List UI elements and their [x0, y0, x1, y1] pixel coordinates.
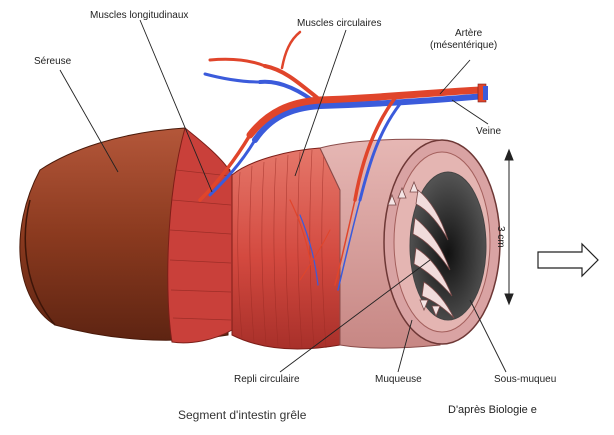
- label-artere: Artère: [455, 28, 482, 39]
- label-artere-mesenterique: (mésentérique): [430, 40, 497, 51]
- label-sous-muqueuse: Sous-muqueu: [494, 374, 556, 385]
- label-repli-circulaire: Repli circulaire: [234, 374, 300, 385]
- figure-caption: Segment d'intestin grêle: [178, 408, 306, 422]
- label-muscles-circulaires: Muscles circulaires: [297, 18, 381, 29]
- right-arrow-icon: [538, 244, 598, 276]
- figure-credit: D'après Biologie e: [448, 404, 537, 416]
- dimension-line: [505, 150, 513, 304]
- label-muqueuse: Muqueuse: [375, 374, 422, 385]
- longitudinal-muscle-layer: [168, 128, 232, 343]
- label-muscles-longitudinaux: Muscles longitudinaux: [90, 10, 188, 21]
- label-veine: Veine: [476, 126, 501, 137]
- label-sereuse: Séreuse: [34, 56, 71, 67]
- label-dimension: 3 cm: [495, 226, 506, 248]
